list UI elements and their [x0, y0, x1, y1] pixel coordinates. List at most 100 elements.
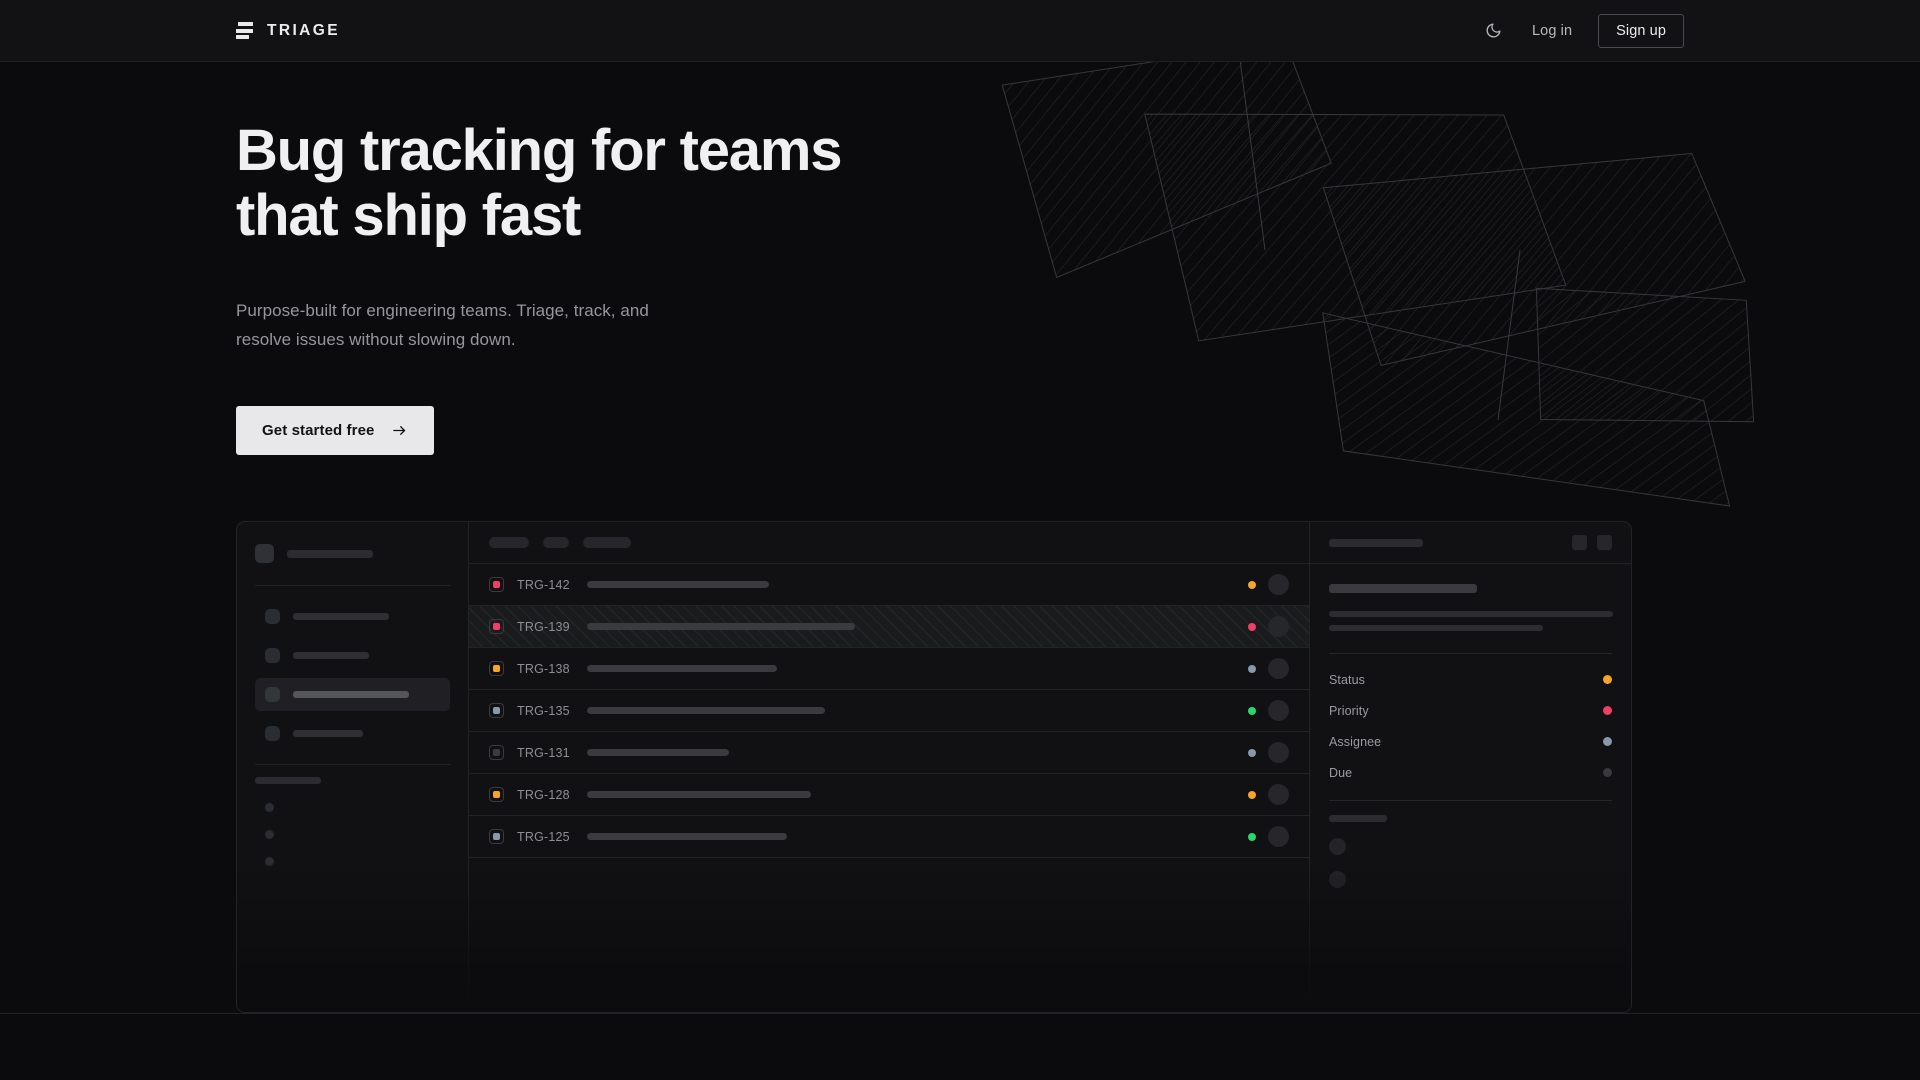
top-navigation-bar: TRIAGE Log in Sign up	[0, 0, 1920, 62]
meta-row-due[interactable]: Due	[1329, 757, 1612, 788]
meta-row-assignee[interactable]: Assignee	[1329, 726, 1612, 757]
mock-detail-header	[1310, 522, 1631, 564]
issue-type-badge-icon	[489, 577, 504, 592]
table-row[interactable]: TRG-135	[469, 690, 1309, 732]
page-title: Bug tracking for teams that ship fast	[236, 118, 842, 248]
mock-sidebar-nav	[255, 600, 450, 750]
table-row[interactable]: TRG-139	[469, 606, 1309, 648]
issue-id: TRG-135	[517, 703, 570, 718]
table-row[interactable]: TRG-131	[469, 732, 1309, 774]
sidebar-divider-bottom	[255, 764, 450, 765]
avatar[interactable]	[1268, 784, 1289, 805]
signup-button[interactable]: Sign up	[1598, 13, 1684, 48]
activity-row-0	[1329, 830, 1612, 863]
issue-type-badge-icon	[489, 787, 504, 802]
status-dot-icon	[1248, 748, 1256, 757]
activity-row-1	[1329, 863, 1612, 896]
mock-list-toolbar	[469, 522, 1309, 564]
meta-label: Priority	[1329, 703, 1369, 718]
avatar[interactable]	[1268, 616, 1289, 637]
sidebar-subitem-dot-icon	[265, 830, 274, 839]
brand-logo[interactable]: TRIAGE	[236, 21, 340, 41]
meta-label: Assignee	[1329, 734, 1382, 749]
mock-workspace-switcher[interactable]	[255, 544, 450, 563]
sidebar-item-label-skeleton	[293, 691, 409, 698]
table-row[interactable]: TRG-138	[469, 648, 1309, 690]
issue-title-skeleton	[587, 749, 729, 756]
status-dot-icon	[1248, 664, 1256, 673]
status-dot-icon	[1248, 706, 1256, 715]
issue-id: TRG-128	[517, 787, 570, 802]
toolbar-chip-1[interactable]	[543, 537, 569, 548]
issue-id: TRG-125	[517, 829, 570, 844]
sidebar-item-icon	[265, 609, 280, 624]
detail-divider-top	[1329, 653, 1612, 654]
sidebar-item-1[interactable]	[255, 639, 450, 672]
mock-sidebar-sublist	[255, 794, 450, 875]
cta-label: Get started free	[262, 422, 375, 439]
sidebar-item-2[interactable]	[255, 678, 450, 711]
issue-type-badge-icon	[489, 745, 504, 760]
avatar[interactable]	[1268, 574, 1289, 595]
sidebar-subitem-0[interactable]	[255, 794, 450, 821]
detail-menu-icon[interactable]	[1597, 535, 1612, 550]
issue-id: TRG-142	[517, 577, 570, 592]
moon-icon[interactable]	[1476, 14, 1510, 48]
activity-avatar	[1329, 871, 1346, 888]
avatar[interactable]	[1268, 742, 1289, 763]
avatar[interactable]	[1268, 826, 1289, 847]
sidebar-item-label-skeleton	[293, 730, 363, 737]
detail-action-icon[interactable]	[1572, 535, 1587, 550]
nav-actions: Log in Sign up	[1476, 13, 1684, 48]
issue-id: TRG-139	[517, 619, 570, 634]
sidebar-subitem-1[interactable]	[255, 821, 450, 848]
issue-type-badge-icon	[489, 619, 504, 634]
sidebar-item-0[interactable]	[255, 600, 450, 633]
sidebar-item-icon	[265, 726, 280, 741]
table-row[interactable]: TRG-142	[469, 564, 1309, 606]
issue-title-skeleton	[587, 707, 825, 714]
meta-label: Due	[1329, 765, 1353, 780]
status-dot-icon	[1248, 580, 1256, 589]
toolbar-chip-0[interactable]	[489, 537, 529, 548]
issue-id: TRG-138	[517, 661, 570, 676]
sidebar-item-label-skeleton	[293, 613, 389, 620]
avatar[interactable]	[1268, 700, 1289, 721]
issue-title-skeleton	[587, 665, 777, 672]
detail-skeleton-0	[1329, 584, 1477, 593]
issue-title-skeleton	[587, 833, 787, 840]
issue-title-skeleton	[587, 791, 811, 798]
table-row[interactable]: TRG-125	[469, 816, 1309, 858]
sidebar-item-3[interactable]	[255, 717, 450, 750]
activity-label-skeleton	[1329, 815, 1387, 822]
workspace-name-skeleton	[287, 549, 373, 558]
status-dot-icon	[1248, 790, 1256, 799]
meta-value-dot-icon	[1603, 706, 1612, 715]
mock-sidebar	[237, 522, 469, 1012]
brand-name: TRIAGE	[267, 21, 340, 39]
detail-title-skeleton	[1329, 538, 1423, 547]
sidebar-subitem-2[interactable]	[255, 848, 450, 875]
stacked-bars-logo-icon	[236, 21, 253, 41]
meta-row-status[interactable]: Status	[1329, 664, 1612, 695]
get-started-button[interactable]: Get started free	[236, 406, 435, 455]
detail-skeleton-2	[1329, 625, 1543, 631]
status-dot-icon	[1248, 832, 1256, 841]
detail-activity-list	[1329, 830, 1612, 896]
table-row[interactable]: TRG-128	[469, 774, 1309, 816]
arrow-right-icon	[393, 426, 406, 435]
activity-avatar	[1329, 838, 1346, 855]
login-link[interactable]: Log in	[1532, 22, 1573, 39]
meta-value-dot-icon	[1603, 737, 1612, 746]
avatar[interactable]	[1268, 658, 1289, 679]
hero-subheading: Purpose-built for engineering teams. Tri…	[236, 301, 649, 349]
workspace-avatar	[255, 544, 274, 563]
meta-row-priority[interactable]: Priority	[1329, 695, 1612, 726]
toolbar-chip-2[interactable]	[583, 537, 631, 548]
